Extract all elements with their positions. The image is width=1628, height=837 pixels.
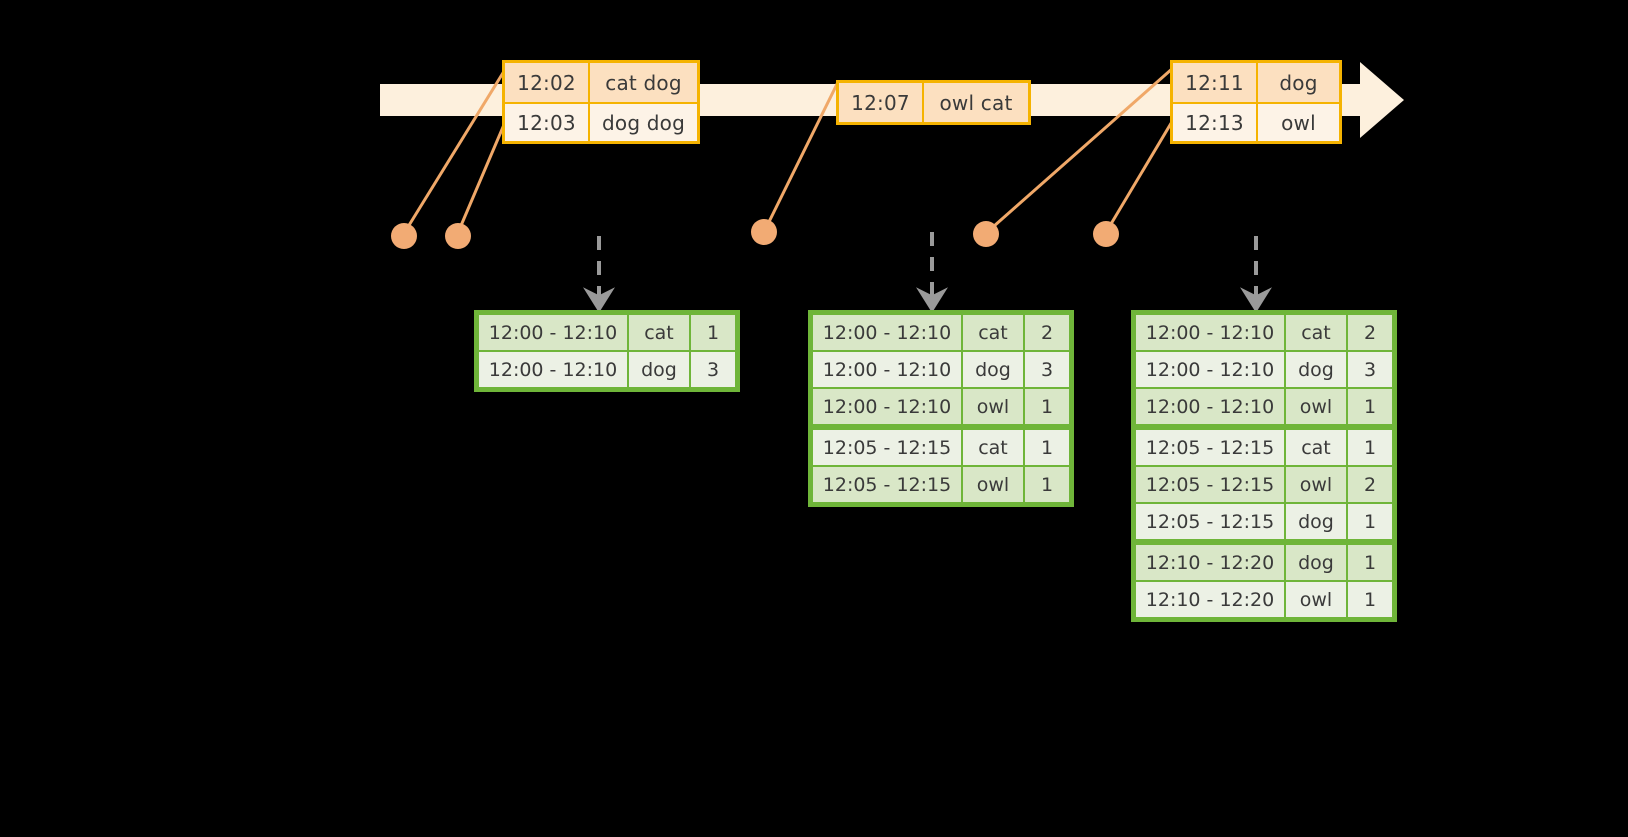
processing-point-dot-2 <box>445 223 471 249</box>
event-words: cat dog <box>590 63 697 102</box>
result-table-3[interactable]: 12:00 - 12:10 cat 2 12:00 - 12:10 dog 3 … <box>1131 310 1397 622</box>
cell-count: 1 <box>1348 545 1392 580</box>
table-row[interactable]: 12:10 - 12:20 owl 1 <box>1135 581 1393 618</box>
event-group-3[interactable]: 12:11 dog 12:13 owl <box>1170 60 1342 144</box>
cell-window: 12:00 - 12:10 <box>479 315 627 350</box>
cell-word: owl <box>1286 467 1346 502</box>
table-row[interactable]: 12:05 - 12:15 dog 1 <box>1135 503 1393 540</box>
event-row[interactable]: 12:02 cat dog <box>505 63 697 102</box>
cell-window: 12:05 - 12:15 <box>1136 504 1284 539</box>
cell-count: 1 <box>1025 430 1069 465</box>
cell-window: 12:00 - 12:10 <box>479 352 627 387</box>
cell-word: cat <box>963 315 1023 350</box>
table-row[interactable]: 12:00 - 12:10 cat 2 <box>812 314 1070 351</box>
event-row[interactable]: 12:13 owl <box>1173 102 1339 141</box>
timeline-arrow-head <box>1360 62 1404 138</box>
event-row[interactable]: 12:11 dog <box>1173 63 1339 102</box>
event-time: 12:03 <box>505 104 590 141</box>
table-row[interactable]: 12:00 - 12:10 dog 3 <box>478 351 736 388</box>
result-table-2[interactable]: 12:00 - 12:10 cat 2 12:00 - 12:10 dog 3 … <box>808 310 1074 507</box>
table-row[interactable]: 12:05 - 12:15 owl 2 <box>1135 466 1393 503</box>
cell-count: 1 <box>1025 389 1069 424</box>
table-row[interactable]: 12:10 - 12:20 dog 1 <box>1135 544 1393 581</box>
event-group-2[interactable]: 12:07 owl cat <box>836 80 1031 125</box>
table-row[interactable]: 12:05 - 12:15 cat 1 <box>1135 429 1393 466</box>
event-words: dog <box>1258 63 1339 102</box>
cell-window: 12:00 - 12:10 <box>813 389 961 424</box>
table-row[interactable]: 12:00 - 12:10 cat 2 <box>1135 314 1393 351</box>
result-table-1[interactable]: 12:00 - 12:10 cat 1 12:00 - 12:10 dog 3 <box>474 310 740 392</box>
cell-word: cat <box>963 430 1023 465</box>
cell-window: 12:00 - 12:10 <box>1136 315 1284 350</box>
table-row[interactable]: 12:00 - 12:10 cat 1 <box>478 314 736 351</box>
event-words: owl <box>1258 104 1339 141</box>
table-row[interactable]: 12:00 - 12:10 dog 3 <box>1135 351 1393 388</box>
processing-point-dot-5 <box>1093 221 1119 247</box>
table-row[interactable]: 12:00 - 12:10 dog 3 <box>812 351 1070 388</box>
event-group-1[interactable]: 12:02 cat dog 12:03 dog dog <box>502 60 700 144</box>
connector-line-4 <box>984 66 1174 236</box>
cell-count: 3 <box>1025 352 1069 387</box>
cell-count: 1 <box>1348 430 1392 465</box>
connector-line-5 <box>1103 119 1175 235</box>
cell-word: owl <box>963 389 1023 424</box>
processing-point-dot-3 <box>751 219 777 245</box>
cell-word: dog <box>1286 545 1346 580</box>
cell-count: 2 <box>1025 315 1069 350</box>
table-row[interactable]: 12:00 - 12:10 owl 1 <box>812 388 1070 425</box>
table-row[interactable]: 12:05 - 12:15 owl 1 <box>812 466 1070 503</box>
cell-word: dog <box>629 352 689 387</box>
cell-window: 12:00 - 12:10 <box>1136 389 1284 424</box>
event-row[interactable]: 12:03 dog dog <box>505 102 697 141</box>
connector-line-1 <box>401 67 508 236</box>
event-words: owl cat <box>924 83 1028 122</box>
table-row[interactable]: 12:00 - 12:10 owl 1 <box>1135 388 1393 425</box>
cell-word: owl <box>1286 389 1346 424</box>
cell-count: 1 <box>1025 467 1069 502</box>
cell-count: 2 <box>1348 315 1392 350</box>
event-time: 12:11 <box>1173 63 1258 102</box>
table-row[interactable]: 12:05 - 12:15 cat 1 <box>812 429 1070 466</box>
connector-line-2 <box>455 119 508 236</box>
cell-window: 12:00 - 12:10 <box>813 315 961 350</box>
event-words: dog dog <box>590 104 697 141</box>
cell-count: 1 <box>1348 582 1392 617</box>
cell-word: cat <box>629 315 689 350</box>
cell-count: 3 <box>1348 352 1392 387</box>
cell-window: 12:00 - 12:10 <box>1136 352 1284 387</box>
cell-word: cat <box>1286 430 1346 465</box>
processing-point-dot-1 <box>391 223 417 249</box>
cell-word: cat <box>1286 315 1346 350</box>
cell-window: 12:05 - 12:15 <box>813 467 961 502</box>
cell-window: 12:10 - 12:20 <box>1136 545 1284 580</box>
event-time: 12:07 <box>839 83 924 122</box>
cell-count: 2 <box>1348 467 1392 502</box>
cell-window: 12:05 - 12:15 <box>1136 467 1284 502</box>
cell-word: dog <box>1286 504 1346 539</box>
processing-point-dot-4 <box>973 221 999 247</box>
cell-count: 1 <box>691 315 735 350</box>
event-time: 12:13 <box>1173 104 1258 141</box>
cell-window: 12:05 - 12:15 <box>1136 430 1284 465</box>
cell-count: 3 <box>691 352 735 387</box>
cell-window: 12:00 - 12:10 <box>813 352 961 387</box>
cell-window: 12:05 - 12:15 <box>813 430 961 465</box>
event-row[interactable]: 12:07 owl cat <box>839 83 1028 122</box>
event-time: 12:02 <box>505 63 590 102</box>
cell-count: 1 <box>1348 504 1392 539</box>
connector-line-3 <box>762 81 840 233</box>
cell-word: owl <box>1286 582 1346 617</box>
cell-word: dog <box>1286 352 1346 387</box>
cell-window: 12:10 - 12:20 <box>1136 582 1284 617</box>
cell-word: dog <box>963 352 1023 387</box>
cell-count: 1 <box>1348 389 1392 424</box>
cell-word: owl <box>963 467 1023 502</box>
